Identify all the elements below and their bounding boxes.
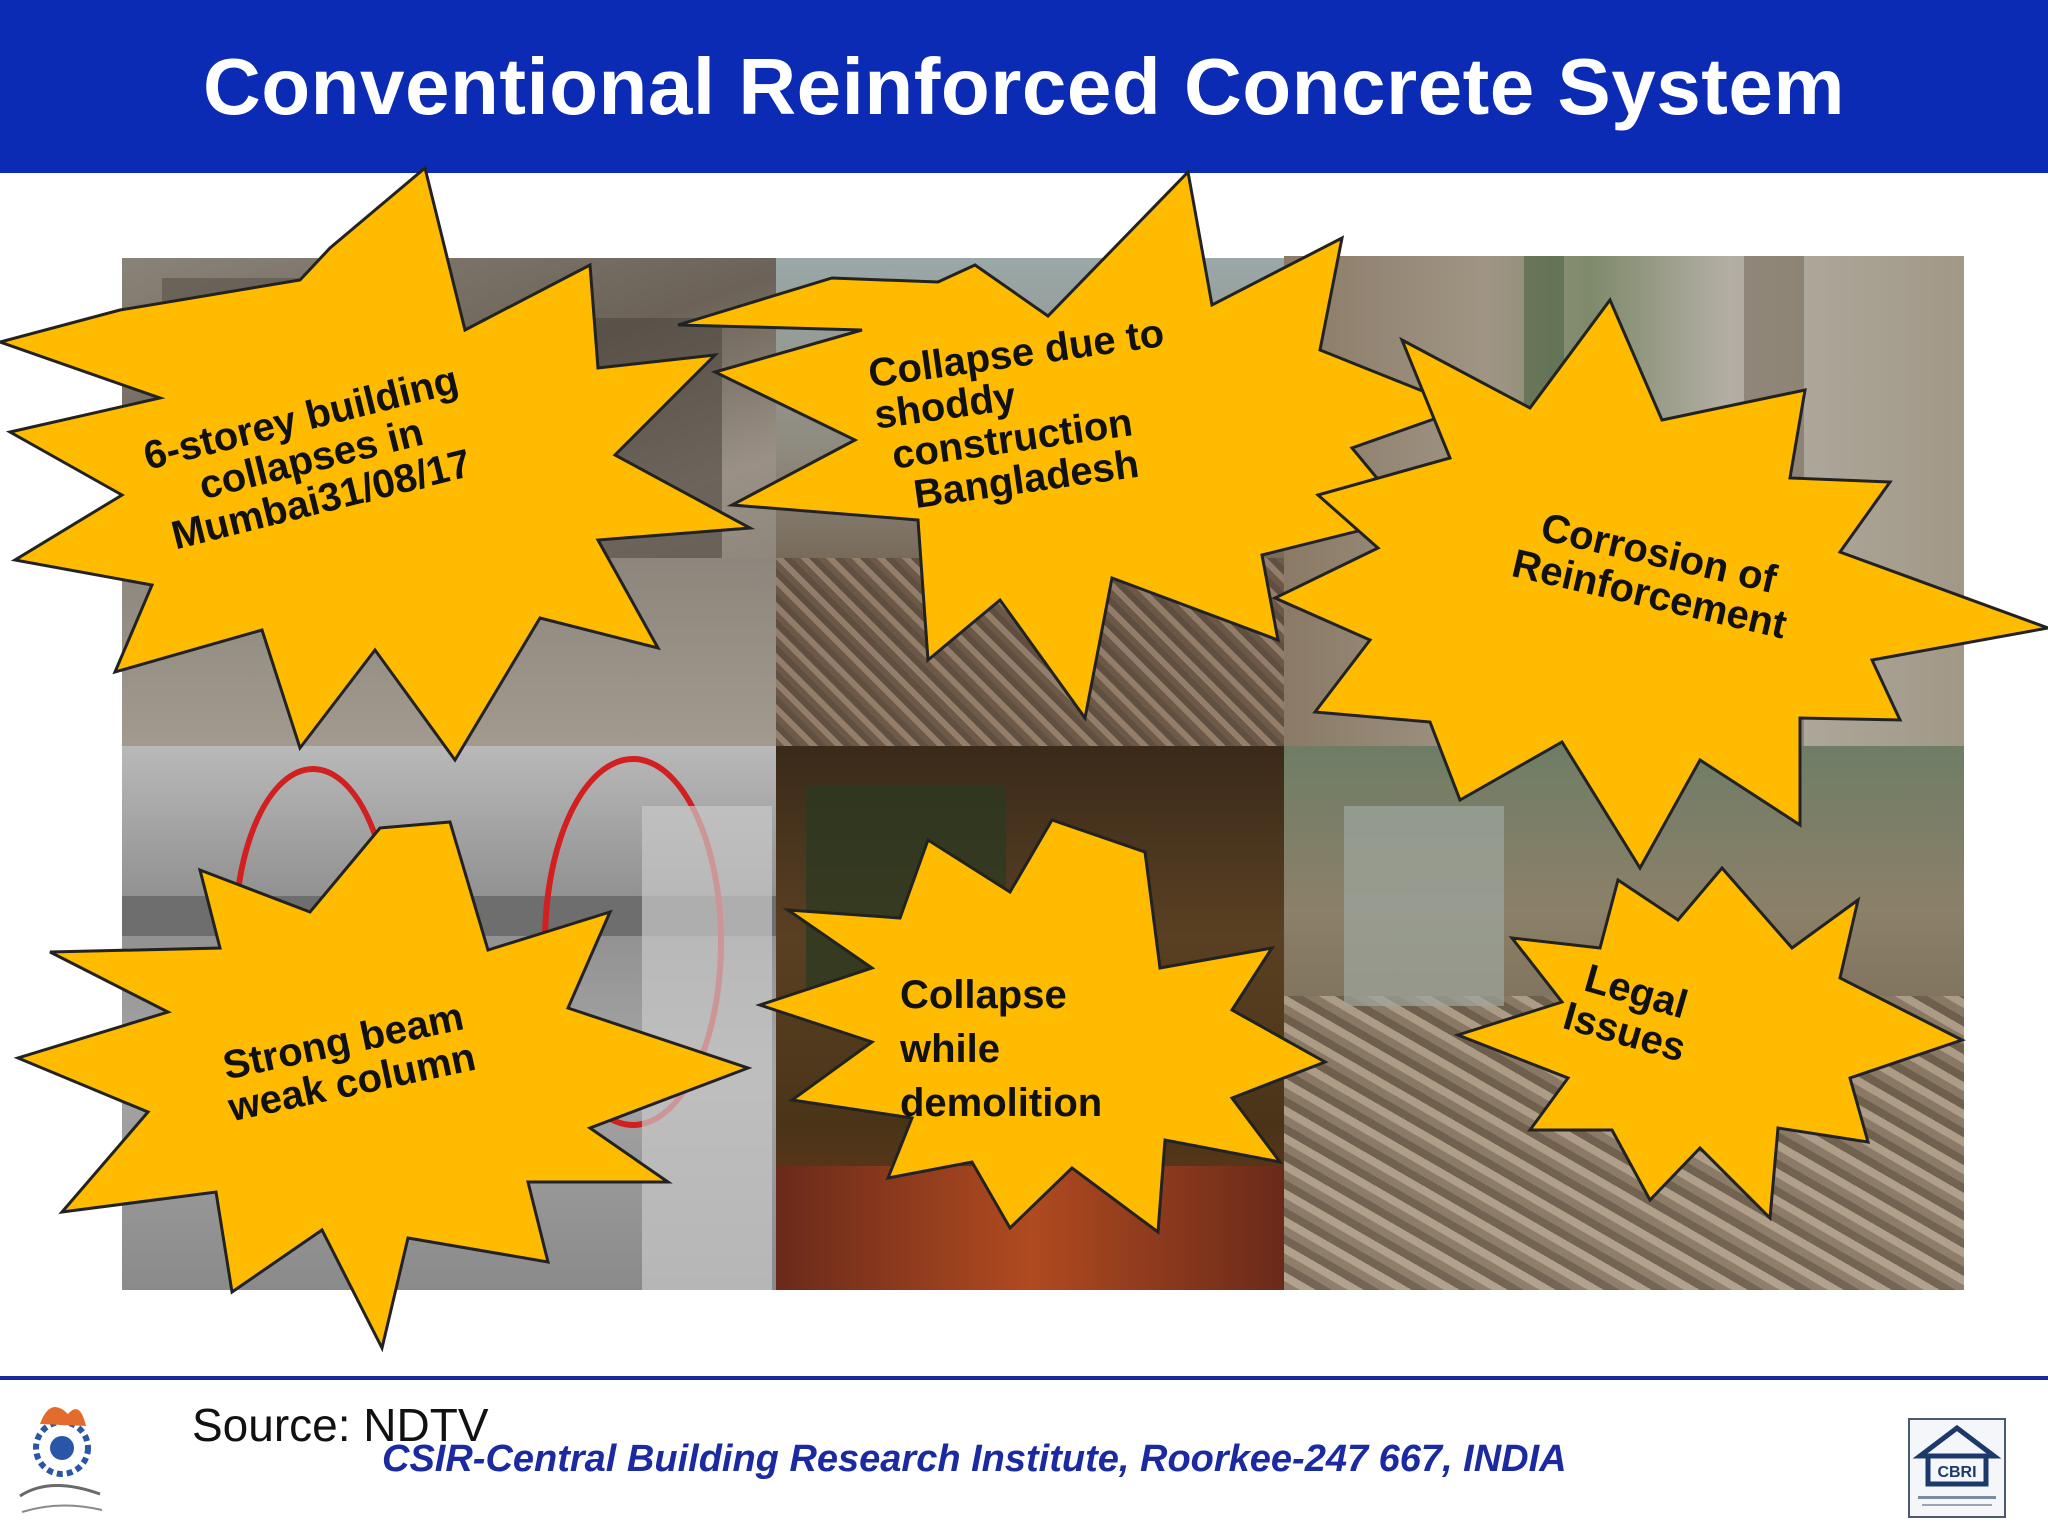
cbri-logo-text: CBRI [1937, 1464, 1977, 1481]
footer-divider [0, 1376, 2048, 1380]
starburst-demolition [755, 818, 1329, 1235]
starburst-mumbai [0, 165, 756, 763]
source-credit: Source: NDTV [192, 1399, 489, 1451]
cbri-logo: CBRI [1908, 1418, 2006, 1518]
callout-demolition-text: Collapse while demolition [900, 973, 1103, 1125]
cbri-house-icon [1912, 1424, 2002, 1487]
starburst-legal [1453, 865, 1966, 1222]
title-bar: Conventional Reinforced Concrete System [0, 0, 2048, 173]
slide-title: Conventional Reinforced Concrete System [202, 42, 1846, 131]
institute-name: CSIR-Central Building Research Institute… [382, 1438, 1567, 1480]
csir-75-years-logo [19, 1406, 103, 1513]
starburst-corrosion [1271, 297, 2048, 871]
starburst-strong-beam [13, 820, 753, 1353]
